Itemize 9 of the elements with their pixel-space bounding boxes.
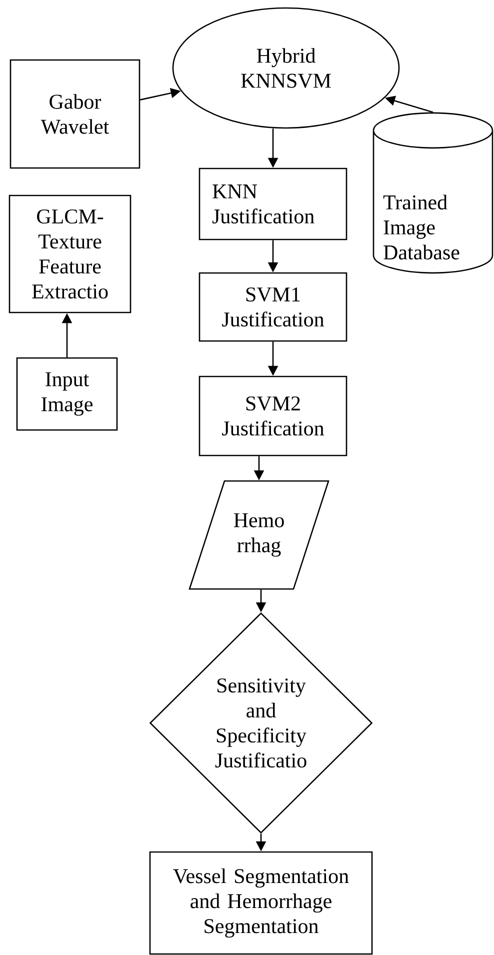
process-box: SVM1 Justification [198, 272, 348, 342]
process-box: SVM2 Justification [198, 376, 348, 456]
process-box: Gabor Wavelet [10, 59, 140, 169]
process-box: GLCM-Texture Feature Extractio [8, 194, 132, 314]
database-cylinder: Trained Image Database [372, 112, 494, 274]
process-box: Input Image [16, 357, 118, 431]
process-box: KNN Justification [198, 168, 348, 240]
data-parallelogram: Hemo rrhag [188, 480, 330, 590]
process-box: Vessel Segmentation and Hemorrhage Segmentation [149, 851, 373, 955]
